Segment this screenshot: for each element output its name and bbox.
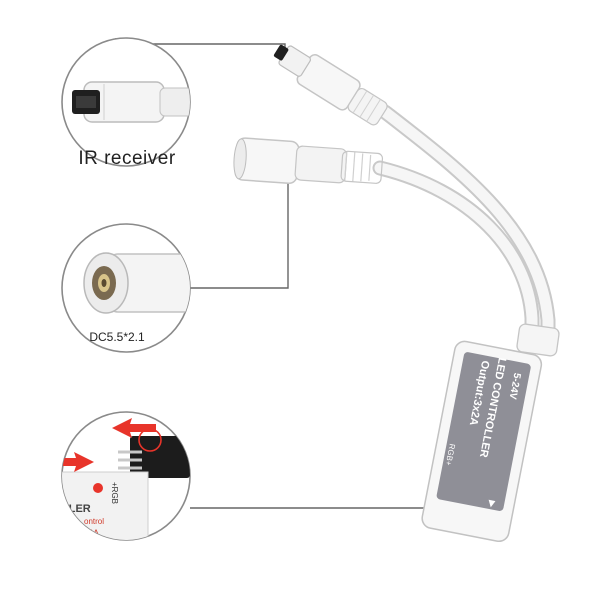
led-controller: 5-24V LED CONTROLLER Output:3x2A RGB+ ▶ bbox=[421, 340, 543, 543]
detail-line-1: LLER bbox=[62, 503, 91, 515]
cables bbox=[372, 104, 556, 346]
red-arrow-icons bbox=[62, 418, 156, 472]
dc-jack bbox=[233, 137, 384, 185]
controller-voltage: 5-24V bbox=[506, 372, 522, 401]
callout-connector-detail: +RGB LLER ontrol ut: 3x4A bbox=[61, 411, 191, 541]
detail-pinout: +RGB bbox=[110, 482, 119, 504]
detail-line-3: ut: 3x4A bbox=[66, 528, 99, 538]
callout-ir-receiver bbox=[61, 37, 191, 167]
callout-dc-jack bbox=[61, 223, 191, 353]
label-ir-receiver: IR receiver bbox=[78, 148, 176, 169]
ir-connector bbox=[273, 44, 388, 126]
arrow-right-icon bbox=[62, 452, 94, 472]
controller-pinout: RGB+ bbox=[444, 443, 457, 467]
controller-label-panel bbox=[436, 352, 531, 511]
leader-line-dc bbox=[188, 183, 289, 289]
detail-line-2: ontrol bbox=[84, 517, 104, 526]
label-dc-jack: DC5.5*2.1 bbox=[89, 330, 145, 344]
cable-strain-relief bbox=[516, 323, 560, 357]
ir-plug-closeup bbox=[72, 81, 190, 123]
arrow-left-icon bbox=[112, 418, 156, 438]
dc-jack-closeup bbox=[83, 252, 190, 314]
controller-arrow: ▶ bbox=[486, 500, 497, 509]
